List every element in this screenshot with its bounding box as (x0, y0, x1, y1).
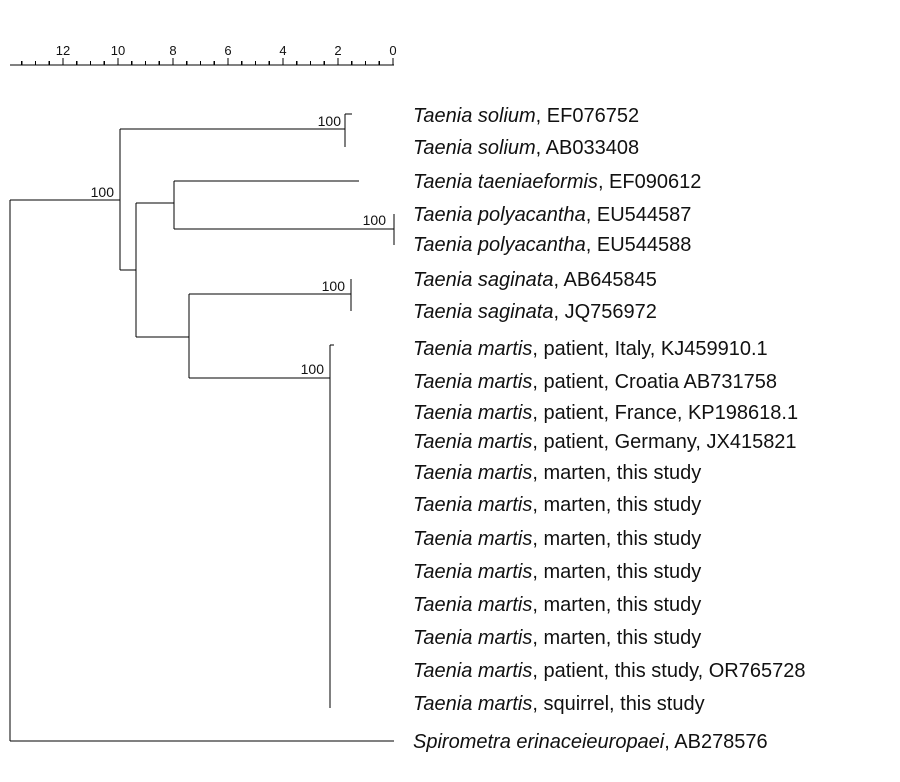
taxon-species-name: Taenia taeniaeformis (413, 171, 598, 193)
taxon-label: Taenia martis, marten, this study (413, 627, 701, 649)
taxon-species-name: Taenia martis (413, 594, 532, 616)
taxon-detail: , AB278576 (664, 731, 767, 753)
taxon-species-name: Taenia polyacantha (413, 234, 586, 256)
tree-branches (9, 113, 395, 742)
taxon-species-name: Taenia solium (413, 137, 536, 159)
taxon-detail: , EF076752 (536, 105, 639, 127)
taxon-label: Spirometra erinaceieuropaei, AB278576 (413, 731, 768, 753)
taxon-label: Taenia martis, patient, Italy, KJ459910.… (413, 338, 768, 360)
taxon-species-name: Taenia martis (413, 561, 532, 583)
scale-tick-label-0: 0 (389, 43, 396, 58)
scale-tick-label-6: 6 (224, 43, 231, 58)
scale-tick-label-4: 4 (279, 43, 286, 58)
scale-tick-label-2: 2 (334, 43, 341, 58)
taxon-detail: , patient, France, KP198618.1 (532, 402, 798, 424)
bootstrap-polyacantha: 100 (363, 212, 387, 228)
taxon-species-name: Taenia solium (413, 105, 536, 127)
taxon-label: Taenia taeniaeformis, EF090612 (413, 171, 701, 193)
taxon-species-name: Taenia martis (413, 660, 532, 682)
scale-tick-label-10: 10 (111, 43, 125, 58)
taxon-label: Taenia saginata, JQ756972 (413, 301, 657, 323)
taxon-label: Taenia polyacantha, EU544587 (413, 204, 691, 226)
taxon-label: Taenia martis, marten, this study (413, 528, 701, 550)
taxon-detail: , marten, this study (532, 528, 701, 550)
taxon-species-name: Spirometra erinaceieuropaei (413, 731, 665, 753)
taxon-detail: , EF090612 (598, 171, 701, 193)
taxon-label: Taenia martis, patient, Germany, JX41582… (413, 431, 797, 453)
taxon-species-name: Taenia martis (413, 371, 532, 393)
taxon-detail: , AB033408 (536, 137, 639, 159)
taxon-detail: , EU544588 (586, 234, 692, 256)
taxon-label: Taenia martis, patient, this study, OR76… (413, 660, 805, 682)
taxon-detail: , patient, this study, OR765728 (532, 660, 805, 682)
taxon-detail: , squirrel, this study (532, 693, 704, 715)
taxon-species-name: Taenia saginata (413, 301, 554, 323)
taxon-label: Taenia martis, squirrel, this study (413, 693, 705, 715)
taxon-detail: , marten, this study (532, 494, 701, 516)
taxon-species-name: Taenia martis (413, 431, 532, 453)
taxon-detail: , patient, Italy, KJ459910.1 (532, 338, 767, 360)
scale-bar-minor-ticks (21, 58, 394, 65)
taxon-species-name: Taenia martis (413, 494, 532, 516)
taxon-detail: , EU544587 (586, 204, 692, 226)
taxon-label: Taenia martis, marten, this study (413, 494, 701, 516)
taxon-label: Taenia polyacantha, EU544588 (413, 234, 691, 256)
taxon-species-name: Taenia polyacantha (413, 204, 586, 226)
bootstrap-ingroup: 100 (91, 184, 115, 200)
scale-bar: 12 10 8 6 4 2 0 (10, 43, 397, 66)
taxon-label: Taenia martis, marten, this study (413, 561, 701, 583)
taxon-species-name: Taenia martis (413, 462, 532, 484)
taxon-detail: , JQ756972 (554, 301, 657, 323)
taxon-detail: , marten, this study (532, 462, 701, 484)
taxon-detail: , marten, this study (532, 594, 701, 616)
taxon-detail: , AB645845 (554, 269, 657, 291)
taxon-label: Taenia martis, marten, this study (413, 462, 701, 484)
taxon-species-name: Taenia martis (413, 693, 532, 715)
taxon-label: Taenia martis, patient, France, KP198618… (413, 402, 798, 424)
taxon-label: Taenia solium, AB033408 (413, 137, 639, 159)
bootstrap-solium: 100 (318, 113, 342, 129)
bootstrap-martis: 100 (301, 361, 325, 377)
taxon-label: Taenia saginata, AB645845 (413, 269, 657, 291)
taxon-detail: , marten, this study (532, 561, 701, 583)
taxon-label: Taenia martis, patient, Croatia AB731758 (413, 371, 777, 393)
taxon-species-name: Taenia saginata (413, 269, 554, 291)
scale-tick-label-8: 8 (169, 43, 176, 58)
scale-tick-label-12: 12 (56, 43, 70, 58)
taxon-species-name: Taenia martis (413, 528, 532, 550)
taxon-species-name: Taenia martis (413, 402, 532, 424)
taxon-species-name: Taenia martis (413, 338, 532, 360)
taxon-label: Taenia martis, marten, this study (413, 594, 701, 616)
taxon-label: Taenia solium, EF076752 (413, 105, 639, 127)
taxon-detail: , patient, Croatia AB731758 (532, 371, 777, 393)
taxon-species-name: Taenia martis (413, 627, 532, 649)
bootstrap-values: 100 100 100 100 100 (91, 113, 387, 377)
taxon-detail: , marten, this study (532, 627, 701, 649)
bootstrap-saginata: 100 (322, 278, 346, 294)
taxon-detail: , patient, Germany, JX415821 (532, 431, 796, 453)
